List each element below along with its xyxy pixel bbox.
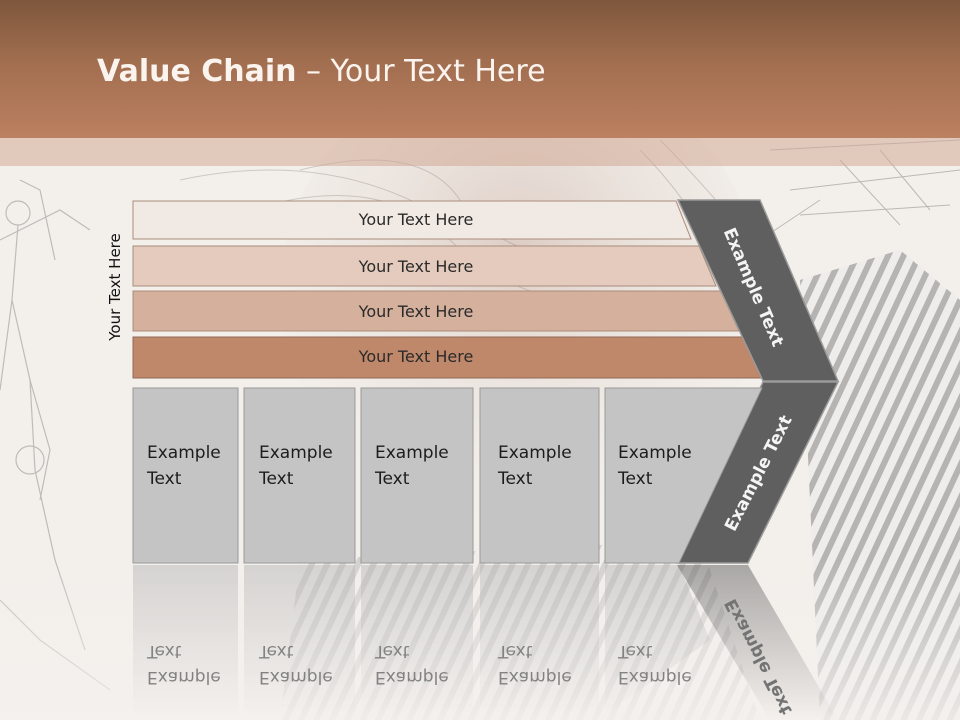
box-3-line-1: Example <box>375 443 449 463</box>
box-2-line-2: Text <box>258 469 294 489</box>
reflection: Example Text Example Text Example Text E… <box>133 565 838 720</box>
header-band <box>0 138 960 166</box>
reflection-box-4-line-2: Text <box>497 641 533 661</box>
row-label-1: Your Text Here <box>358 210 474 229</box>
reflection-box-5-line-2: Text <box>617 641 653 661</box>
reflection-box-5-line-1: Example <box>618 667 692 687</box>
reflection-box-1-line-2: Text <box>146 641 182 661</box>
box-2-line-1: Example <box>259 443 333 463</box>
reflection-box-3-line-1: Example <box>375 667 449 687</box>
row-label-2: Your Text Here <box>358 257 474 276</box>
page-title: Value Chain – Your Text Here <box>97 54 546 89</box>
row-shape-1[interactable] <box>132 200 692 240</box>
reflection-box-2-line-2: Text <box>258 641 294 661</box>
row-label-4: Your Text Here <box>358 347 474 366</box>
activity-box-3[interactable] <box>360 387 474 564</box>
row-label-3: Your Text Here <box>358 302 474 321</box>
reflection-box-3-line-2: Text <box>374 641 410 661</box>
box-3-line-2: Text <box>374 469 410 489</box>
header-bar <box>0 0 960 138</box>
activity-box-1[interactable] <box>132 387 239 564</box>
title-bold: Value Chain <box>97 54 297 89</box>
box-4-line-1: Example <box>498 443 572 463</box>
reflection-box-1-line-1: Example <box>147 667 221 687</box>
reflection-box-4-line-1: Example <box>498 667 572 687</box>
chevron-upper[interactable] <box>676 199 840 382</box>
title-rest: – Your Text Here <box>296 54 546 89</box>
box-1-line-2: Text <box>146 469 182 489</box>
activity-box-2[interactable] <box>243 387 356 564</box>
activity-box-5[interactable] <box>604 387 763 564</box>
row-shape-2[interactable] <box>132 245 717 287</box>
box-5-line-2: Text <box>617 469 653 489</box>
box-1-line-1: Example <box>147 443 221 463</box>
box-5-line-1: Example <box>618 443 692 463</box>
reflection-box-2-line-1: Example <box>259 667 333 687</box>
activity-box-4[interactable] <box>479 387 600 564</box>
box-4-line-2: Text <box>497 469 533 489</box>
